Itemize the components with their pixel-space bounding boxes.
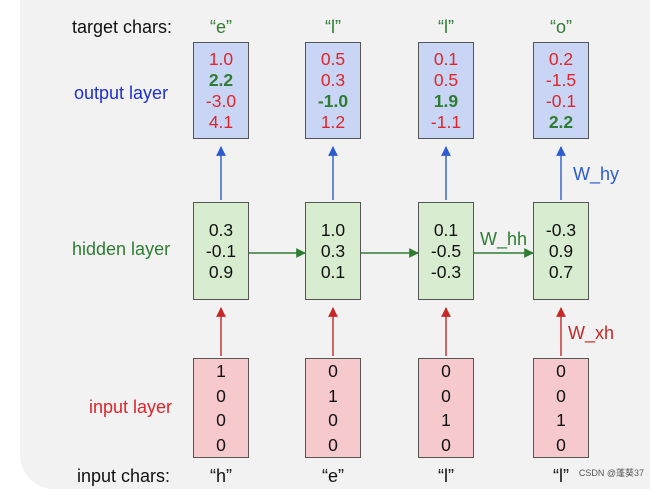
input-layer-box: 0 0 1 0 — [418, 358, 474, 458]
output-value: -1.0 — [317, 90, 349, 111]
input-value: 0 — [328, 361, 338, 381]
output-value: 0.1 — [433, 48, 459, 69]
input-value: 0 — [556, 361, 566, 381]
hidden-value: -0.1 — [205, 240, 237, 261]
input-value: 1 — [556, 410, 566, 430]
input-chars-label: input chars: — [77, 466, 171, 486]
input-value: 0 — [556, 434, 566, 455]
input-char: “h” — [210, 466, 232, 486]
input-layer-box: 0 0 1 0 — [533, 358, 589, 458]
input-char: “e” — [322, 466, 344, 486]
input-value: 1 — [441, 410, 451, 430]
hidden-layer-label: hidden layer — [72, 239, 171, 259]
hidden-value: -0.3 — [430, 261, 462, 282]
w-hh-label: W_hh — [480, 229, 528, 249]
hidden-value: 0.1 — [320, 261, 346, 282]
input-value: 0 — [216, 410, 226, 430]
watermark: CSDN @蓬葵37 — [578, 468, 644, 478]
input-value: 0 — [556, 385, 566, 406]
output-value: 1.2 — [320, 111, 346, 132]
input-value: 0 — [216, 434, 226, 455]
input-value: 1 — [328, 385, 338, 406]
output-value: -1.1 — [430, 111, 462, 132]
output-value: 1.9 — [433, 90, 459, 111]
hidden-value: 0.1 — [433, 219, 459, 240]
hidden-value: 0.9 — [208, 261, 234, 282]
output-value: 2.2 — [208, 69, 234, 90]
input-char: “l” — [438, 466, 454, 486]
output-value: 1.0 — [208, 48, 234, 69]
output-value: 0.2 — [548, 48, 574, 69]
hidden-value: 0.7 — [548, 261, 574, 282]
output-value: 0.3 — [320, 69, 346, 90]
hidden-value: 0.3 — [320, 240, 346, 261]
output-layer-label: output layer — [74, 83, 169, 103]
output-value: -1.5 — [545, 69, 577, 90]
input-value: 0 — [441, 385, 451, 406]
input-value: 1 — [216, 361, 226, 381]
target-char: “e” — [210, 17, 232, 37]
input-value: 0 — [216, 385, 226, 406]
input-value: 0 — [328, 434, 338, 455]
target-chars-label: target chars: — [72, 17, 173, 37]
input-value: 0 — [441, 434, 451, 455]
input-char: “l” — [553, 466, 569, 486]
input-layer-box: 0 1 0 0 — [305, 358, 361, 458]
target-char: “l” — [325, 17, 341, 37]
input-value: 0 — [328, 410, 338, 430]
input-layer-box: 1 0 0 0 — [193, 358, 249, 458]
output-value: -3.0 — [205, 90, 237, 111]
w-hy-label: W_hy — [573, 164, 620, 184]
output-value: 0.5 — [320, 48, 346, 69]
hidden-value: -0.5 — [430, 240, 462, 261]
hidden-value: -0.3 — [545, 219, 577, 240]
output-value: 0.5 — [433, 69, 459, 90]
output-value: 4.1 — [208, 111, 234, 132]
hidden-value: 0.3 — [208, 219, 234, 240]
hidden-value: 0.9 — [548, 240, 574, 261]
input-layer-label: input layer — [89, 397, 173, 417]
input-value: 0 — [441, 361, 451, 381]
output-value: 2.2 — [548, 111, 574, 132]
output-value: -0.1 — [545, 90, 577, 111]
target-char: “o” — [550, 17, 572, 37]
hidden-value: 1.0 — [320, 219, 346, 240]
hidden-layer-box: 0.1-0.5-0.3 — [418, 202, 474, 300]
target-char: “l” — [438, 17, 454, 37]
w-xh-label: W_xh — [568, 323, 615, 343]
